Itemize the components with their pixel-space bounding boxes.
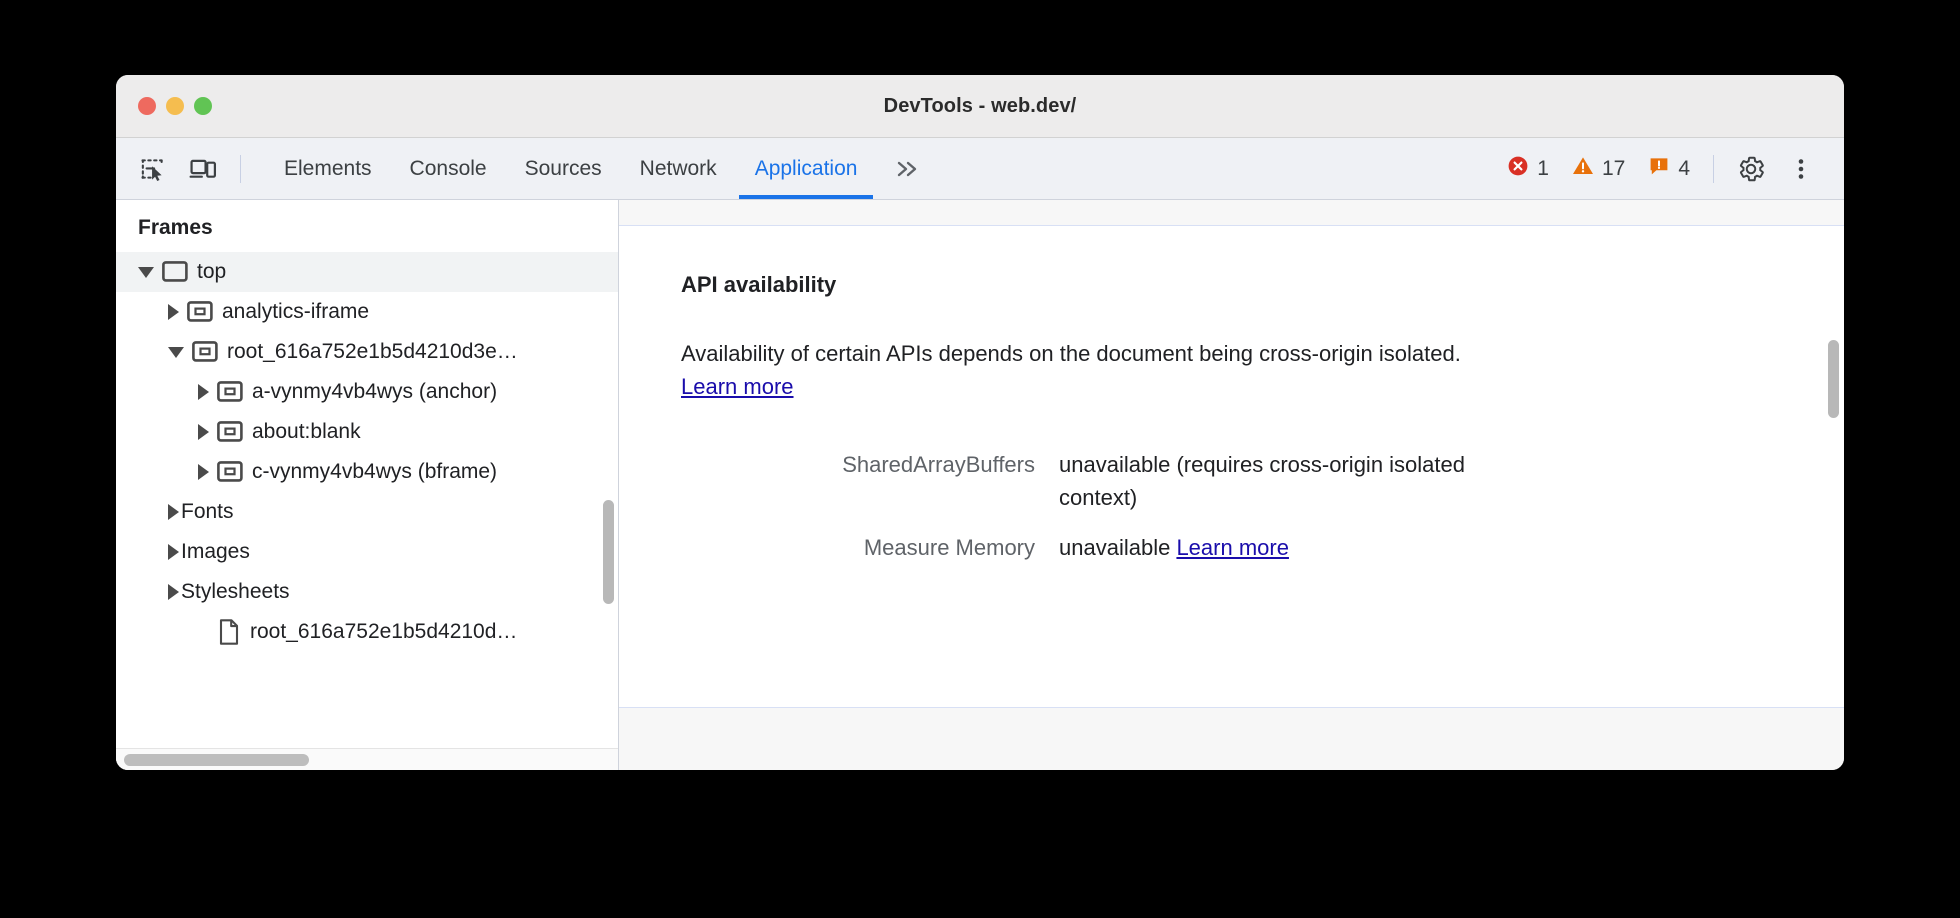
device-toolbar-icon[interactable] (180, 146, 226, 192)
toolbar-left-group (116, 138, 251, 199)
warning-icon (1571, 154, 1595, 183)
inspect-element-icon[interactable] (130, 146, 176, 192)
page-title: API availability (681, 272, 837, 297)
frames-tree-row-label: top (197, 260, 227, 283)
close-window-button[interactable] (138, 97, 156, 115)
sidebar-title: Frames (138, 216, 213, 239)
kebab-menu-icon[interactable] (1778, 146, 1824, 192)
tab-label: Application (754, 156, 858, 180)
tab-sources[interactable]: Sources (506, 138, 621, 199)
chevron-down-icon[interactable] (138, 266, 154, 278)
frames-sidebar: Frames top analytics-iframe root_616a752e1… (116, 200, 619, 770)
frames-tree-row[interactable]: analytics-iframe (116, 292, 618, 332)
frame-icon (162, 261, 188, 283)
learn-more-link[interactable]: Learn more (681, 374, 794, 400)
frames-tree-row[interactable]: c-vynmy4vb4wys (bframe) (116, 452, 618, 492)
issue-count-badge[interactable]: 4 (1638, 154, 1699, 183)
frames-tree: top analytics-iframe root_616a752e1b5d4210… (116, 252, 618, 770)
chevron-right-icon[interactable] (168, 544, 179, 560)
frames-tree-row-label: a-vynmy4vb4wys (anchor) (252, 380, 498, 403)
window-title: DevTools - web.dev/ (883, 94, 1077, 117)
main-vertical-scrollbar[interactable] (1828, 340, 1839, 418)
error-count-badge[interactable]: 1 (1497, 154, 1558, 183)
tab-application[interactable]: Application (736, 138, 877, 199)
toolbar-divider (240, 154, 241, 183)
iframe-icon (217, 381, 243, 403)
chevron-right-icon[interactable] (198, 464, 209, 480)
tab-elements[interactable]: Elements (265, 138, 391, 199)
panel-tabs: Elements Console Sources Network Applica… (265, 138, 936, 199)
chevron-right-icon[interactable] (198, 424, 209, 440)
tab-label: Sources (524, 156, 602, 180)
frames-tree-row[interactable]: Stylesheets (116, 572, 618, 612)
sidebar-horizontal-scrollbar[interactable] (116, 748, 618, 770)
frames-tree-row-label: root_616a752e1b5d4210d3e… (227, 340, 518, 363)
chevron-right-icon[interactable] (198, 384, 209, 400)
frames-tree-row-label: Stylesheets (181, 580, 290, 603)
iframe-icon (192, 341, 218, 363)
application-main-panel: API availability Availability of certain… (619, 200, 1844, 770)
chevron-right-icon[interactable] (168, 504, 179, 520)
row-status: unavailable (1059, 534, 1171, 560)
traffic-lights (138, 75, 212, 137)
shared-array-buffers-row: SharedArrayBuffers unavailable (requires… (681, 448, 1844, 515)
frames-tree-row[interactable]: Fonts (116, 492, 618, 532)
frames-tree-row[interactable]: root_616a752e1b5d4210d… (116, 612, 618, 652)
measure-memory-row: Measure Memory unavailable Learn more (681, 531, 1844, 564)
frames-tree-row[interactable]: about:blank (116, 412, 618, 452)
iframe-icon (187, 301, 213, 323)
window-titlebar: DevTools - web.dev/ (116, 75, 1844, 138)
chevron-right-icon[interactable] (168, 584, 179, 600)
measure-memory-learn-more-link[interactable]: Learn more (1176, 534, 1289, 560)
description-text: Availability of certain APIs depends on … (681, 341, 1461, 366)
row-status: unavailable (1059, 451, 1171, 477)
tab-label: Network (639, 156, 717, 180)
chevron-right-icon[interactable] (168, 304, 179, 320)
frames-tree-row-label: analytics-iframe (222, 300, 370, 323)
row-value: unavailable (requires cross-origin isola… (1059, 448, 1529, 515)
warning-count: 17 (1601, 156, 1626, 180)
frames-tree-row-label: root_616a752e1b5d4210d… (250, 620, 518, 643)
error-icon (1506, 154, 1530, 183)
sidebar-vertical-scrollbar[interactable] (603, 500, 614, 604)
sidebar-horizontal-scroll-thumb[interactable] (124, 754, 309, 766)
api-availability-card: API availability Availability of certain… (619, 225, 1844, 708)
issue-count: 4 (1678, 156, 1690, 180)
more-tabs-icon[interactable] (876, 138, 936, 199)
iframe-icon (217, 421, 243, 443)
devtools-body: Frames top analytics-iframe root_616a752e1… (116, 200, 1844, 770)
issue-icon (1647, 154, 1671, 183)
frames-tree-row[interactable]: Images (116, 532, 618, 572)
tab-console[interactable]: Console (391, 138, 506, 199)
frames-tree-row[interactable]: root_616a752e1b5d4210d3e… (116, 332, 618, 372)
tab-network[interactable]: Network (621, 138, 736, 199)
row-value: unavailable Learn more (1059, 531, 1289, 564)
row-note: (requires cross-origin isolated context) (1059, 451, 1465, 511)
frames-tree-row[interactable]: a-vynmy4vb4wys (anchor) (116, 372, 618, 412)
devtools-toolbar: Elements Console Sources Network Applica… (116, 138, 1844, 200)
document-icon (217, 619, 241, 645)
row-key: SharedArrayBuffers (842, 451, 1035, 477)
tab-label: Elements (284, 156, 372, 180)
frames-tree-row-label: c-vynmy4vb4wys (bframe) (252, 460, 498, 483)
frames-tree-row-label: Fonts (181, 500, 234, 523)
iframe-icon (217, 461, 243, 483)
chevron-down-icon[interactable] (168, 346, 184, 358)
row-key: Measure Memory (863, 534, 1035, 560)
frames-tree-row[interactable]: top (116, 252, 618, 292)
error-count: 1 (1537, 156, 1549, 180)
maximize-window-button[interactable] (194, 97, 212, 115)
frames-tree-row-label: about:blank (252, 420, 361, 443)
devtools-window: DevTools - web.dev/ (116, 75, 1844, 770)
toolbar-divider-right (1713, 154, 1714, 183)
minimize-window-button[interactable] (166, 97, 184, 115)
gear-icon[interactable] (1728, 146, 1774, 192)
frames-tree-row-label: Images (181, 540, 250, 563)
api-availability-description: Availability of certain APIs depends on … (681, 337, 1461, 404)
toolbar-right-group: 1 17 (1497, 138, 1844, 199)
warning-count-badge[interactable]: 17 (1562, 154, 1634, 183)
tab-label: Console (409, 156, 487, 180)
